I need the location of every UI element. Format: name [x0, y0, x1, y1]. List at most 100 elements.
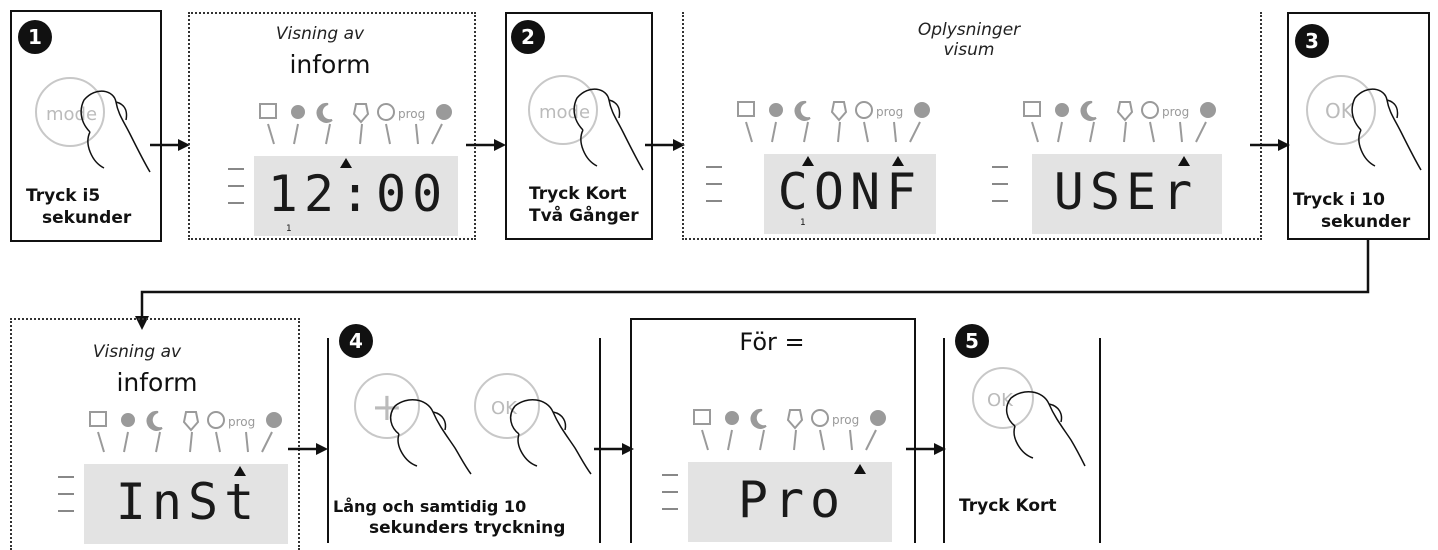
snowflake-shield-icon — [352, 103, 370, 124]
step-3-caption-line1: Tryck i 10 — [1293, 190, 1385, 210]
mode-button-label-2: mode — [539, 102, 590, 123]
lcd-bars — [58, 476, 74, 527]
sun-icon — [769, 103, 783, 117]
display-1-italic: Visning av — [275, 24, 365, 44]
step-2-badge: 2 — [511, 20, 545, 54]
display-1-panel: Visning av inform prog 12:00 — [188, 12, 476, 240]
prog-label: prog — [876, 105, 903, 119]
step-5-badge: 5 — [955, 324, 989, 358]
ok-button-label: OK — [1325, 99, 1355, 123]
gear-icon — [266, 412, 282, 428]
step-3-box: 3 OK Tryck i 10 sekunder — [1287, 12, 1430, 240]
snowflake-shield-icon — [182, 411, 200, 432]
mode-button-label: mode — [46, 104, 97, 125]
clock-icon — [377, 103, 395, 121]
gear-icon — [1200, 102, 1216, 118]
display-3-italic: Visning av — [92, 342, 182, 362]
step-4-badge: 4 — [339, 324, 373, 358]
step-5-box: 5 OK Tryck Kort — [943, 324, 1101, 543]
step-1-badge: 1 — [18, 20, 52, 54]
lcd-small-1: 1 — [800, 218, 806, 228]
gear-icon — [870, 410, 886, 426]
prog-label: prog — [398, 107, 425, 121]
arrow-6-icon — [594, 443, 634, 455]
moon-icon — [750, 408, 767, 429]
step-1-box: 1 mode Tryck i5 sekunder — [10, 10, 162, 242]
sun-icon — [121, 413, 135, 427]
lcd-indicator-2 — [892, 156, 904, 166]
moon-icon — [316, 102, 333, 123]
calendar-icon — [737, 101, 755, 117]
display-4-big: För = — [739, 328, 805, 356]
prog-label: prog — [832, 413, 859, 427]
lcd-bars — [992, 166, 1008, 217]
step-5-caption: Tryck Kort — [959, 496, 1057, 516]
lcd-readout: USEr — [1053, 163, 1199, 221]
plus-button-label: + — [371, 385, 403, 429]
calendar-icon — [259, 103, 277, 119]
lcd-icon-row: prog — [89, 410, 282, 453]
step-3-caption-line2: sekunder — [1321, 212, 1411, 232]
prog-label: prog — [228, 415, 255, 429]
prog-label: prog — [1162, 105, 1189, 119]
lcd-icon-row: prog — [737, 100, 930, 143]
display-2-panel: Oplysninger visum prog — [682, 12, 1262, 240]
step-4-caption-line1: Lång och samtidig 10 — [333, 497, 527, 516]
sun-icon — [1055, 103, 1069, 117]
lcd-bars — [662, 474, 678, 525]
lcd-readout: CONF — [777, 163, 923, 221]
ok-button-hand-icon-5: OK — [972, 367, 1086, 467]
display-2-italic-line2: visum — [943, 40, 995, 60]
arrow-2-icon — [466, 139, 506, 151]
lcd-2a: prog CONF 1 — [706, 92, 936, 237]
display-1-big: inform — [289, 50, 371, 79]
step-1-caption-line1: Tryck i5 — [26, 186, 101, 206]
step-4-box: 4 + OK Lång och samtidig 10 sekunders tr… — [327, 324, 601, 543]
clock-icon — [811, 409, 829, 427]
lcd-bars — [706, 166, 722, 217]
sun-icon — [725, 411, 739, 425]
step-4-caption-line2: sekunders tryckning — [369, 518, 566, 538]
arrow-3-icon — [645, 139, 685, 151]
connector-arrow-icon — [135, 240, 1370, 330]
snowflake-shield-icon — [786, 409, 804, 430]
step-2-caption-line2: Två Gånger — [529, 206, 639, 226]
snowflake-shield-icon — [830, 101, 848, 122]
clock-icon — [1141, 101, 1159, 119]
display-3-big: inform — [116, 368, 198, 397]
lcd-readout: Pro — [737, 471, 847, 529]
step-3-badge: 3 — [1295, 24, 1329, 58]
mode-button-hand-icon-2: mode — [528, 75, 644, 171]
lcd-screen — [688, 462, 892, 542]
lcd-indicator — [340, 158, 352, 168]
clock-icon — [855, 101, 873, 119]
lcd-readout: InSt — [115, 473, 261, 531]
lcd-icon-row: prog — [1023, 100, 1216, 143]
display-2-italic-line1: Oplysninger — [917, 20, 1021, 40]
lcd-1: prog 12:00 1 — [228, 94, 458, 239]
moon-icon — [146, 410, 163, 431]
lcd-4: prog Pro — [662, 400, 892, 545]
arrow-1-icon — [150, 139, 190, 151]
step-1-caption-line2: sekunder — [42, 208, 132, 228]
display-4-panel: För = prog Pro — [630, 318, 916, 543]
arrow-5-icon — [288, 443, 328, 455]
lcd-indicator — [802, 156, 814, 166]
lcd-indicator — [234, 466, 246, 476]
plus-button-hand-icon: + — [354, 373, 472, 475]
lcd-indicator — [854, 464, 866, 474]
lcd-icon-row: prog — [259, 102, 452, 145]
lcd-indicator — [1178, 156, 1190, 166]
arrow-7-icon — [906, 443, 946, 455]
ok-button-hand-icon-4: OK — [474, 373, 592, 475]
ok-button-hand-icon: OK — [1306, 75, 1422, 171]
lcd-screen — [764, 154, 936, 234]
calendar-icon — [1023, 101, 1041, 117]
display-3-panel: Visning av inform prog InSt — [10, 318, 300, 550]
calendar-icon — [693, 409, 711, 425]
lcd-screen — [1032, 154, 1222, 234]
sun-icon — [291, 105, 305, 119]
step-2-caption-line1: Tryck Kort — [529, 184, 627, 204]
gear-icon — [914, 102, 930, 118]
arrow-4-icon — [1250, 139, 1290, 151]
